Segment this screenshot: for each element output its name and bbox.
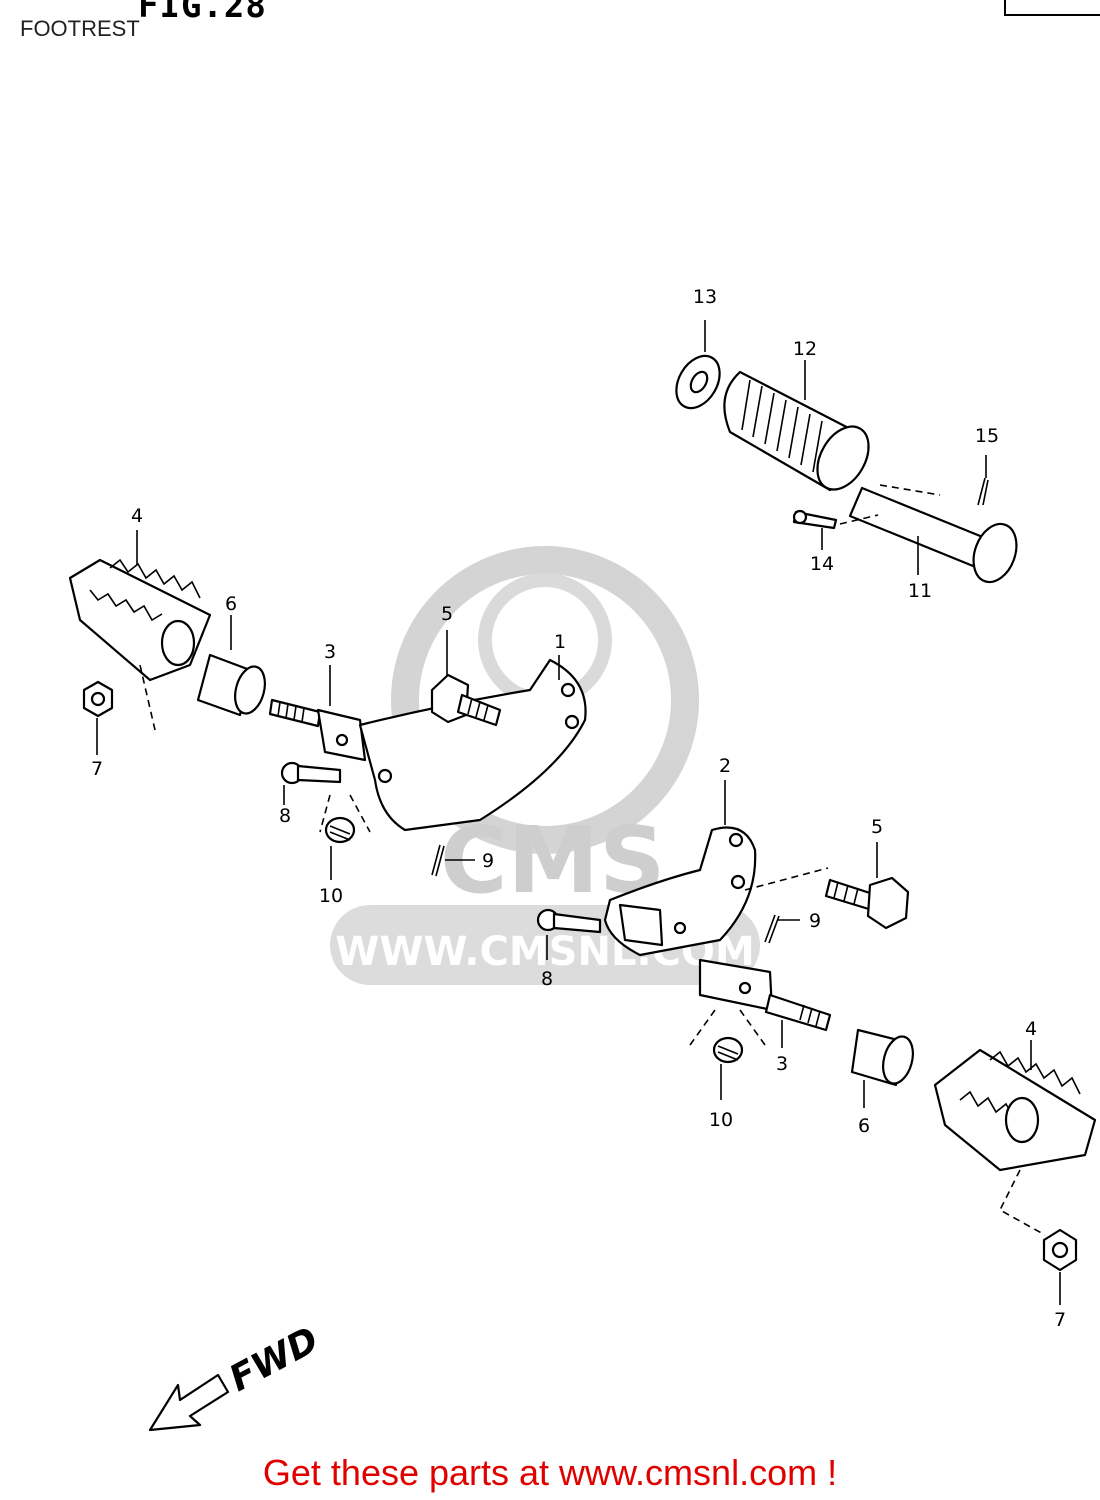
corner-frame [1004, 0, 1100, 16]
callout-4-right: 4 [1025, 1018, 1037, 1040]
callout-3-right: 3 [776, 1053, 788, 1075]
callout-11: 11 [908, 580, 932, 602]
footer-link-text[interactable]: Get these parts at www.cmsnl.com ! [262, 1452, 838, 1493]
collar-6-left [196, 615, 266, 717]
callout-10-left: 10 [319, 885, 343, 907]
footrest-shaft-11 [848, 484, 1018, 584]
nut-7-right [998, 1169, 1078, 1305]
bolt-5-right [744, 842, 910, 930]
spring-10-right [689, 1009, 766, 1100]
collar-6-right [850, 1028, 914, 1108]
cotter-pin-9-left [431, 844, 475, 877]
figure-label: FIG.28 [138, 0, 267, 26]
callout-12: 12 [793, 338, 817, 360]
footpeg-4-right [933, 1040, 1097, 1172]
clevis-pin-8-right [536, 908, 602, 960]
callout-labels: 13 12 15 14 11 4 6 5 1 3 7 8 9 10 2 5 9 … [91, 286, 1066, 1331]
pivot-3-right [698, 958, 832, 1048]
callout-3-left: 3 [324, 641, 336, 663]
fwd-label: FWD [223, 1320, 325, 1400]
washer-13 [675, 320, 721, 410]
callout-14: 14 [810, 553, 834, 575]
callout-9-left: 9 [482, 850, 494, 872]
callout-5-right: 5 [871, 816, 883, 838]
bracket-2 [603, 780, 757, 957]
callout-13: 13 [693, 286, 717, 308]
nut-7-left [82, 664, 156, 755]
callout-5-left: 5 [441, 603, 453, 625]
callout-15: 15 [975, 425, 999, 447]
callout-7-right: 7 [1054, 1309, 1066, 1331]
callout-7-left: 7 [91, 758, 103, 780]
cotter-pin-9-right [764, 914, 800, 944]
bolt-5-left [430, 630, 502, 727]
callout-10-right: 10 [709, 1109, 733, 1131]
callout-8-right: 8 [541, 968, 553, 990]
cotter-pin-15 [977, 455, 989, 506]
callout-4-left: 4 [131, 505, 143, 527]
clevis-pin-8-left [280, 761, 342, 805]
callout-2: 2 [719, 755, 731, 777]
spring-10-left [319, 794, 371, 880]
callout-6-left: 6 [225, 593, 237, 615]
callout-1: 1 [554, 631, 566, 653]
pivot-3-left [268, 665, 367, 762]
footpeg-4-left [68, 530, 212, 682]
section-title: FOOTREST [20, 16, 140, 41]
grip-rubber-12 [723, 360, 870, 492]
callout-8-left: 8 [279, 805, 291, 827]
forward-direction-marker: FWD [148, 1320, 325, 1432]
pin-14 [792, 509, 879, 550]
callout-9-right: 9 [809, 910, 821, 932]
callout-6-right: 6 [858, 1115, 870, 1137]
